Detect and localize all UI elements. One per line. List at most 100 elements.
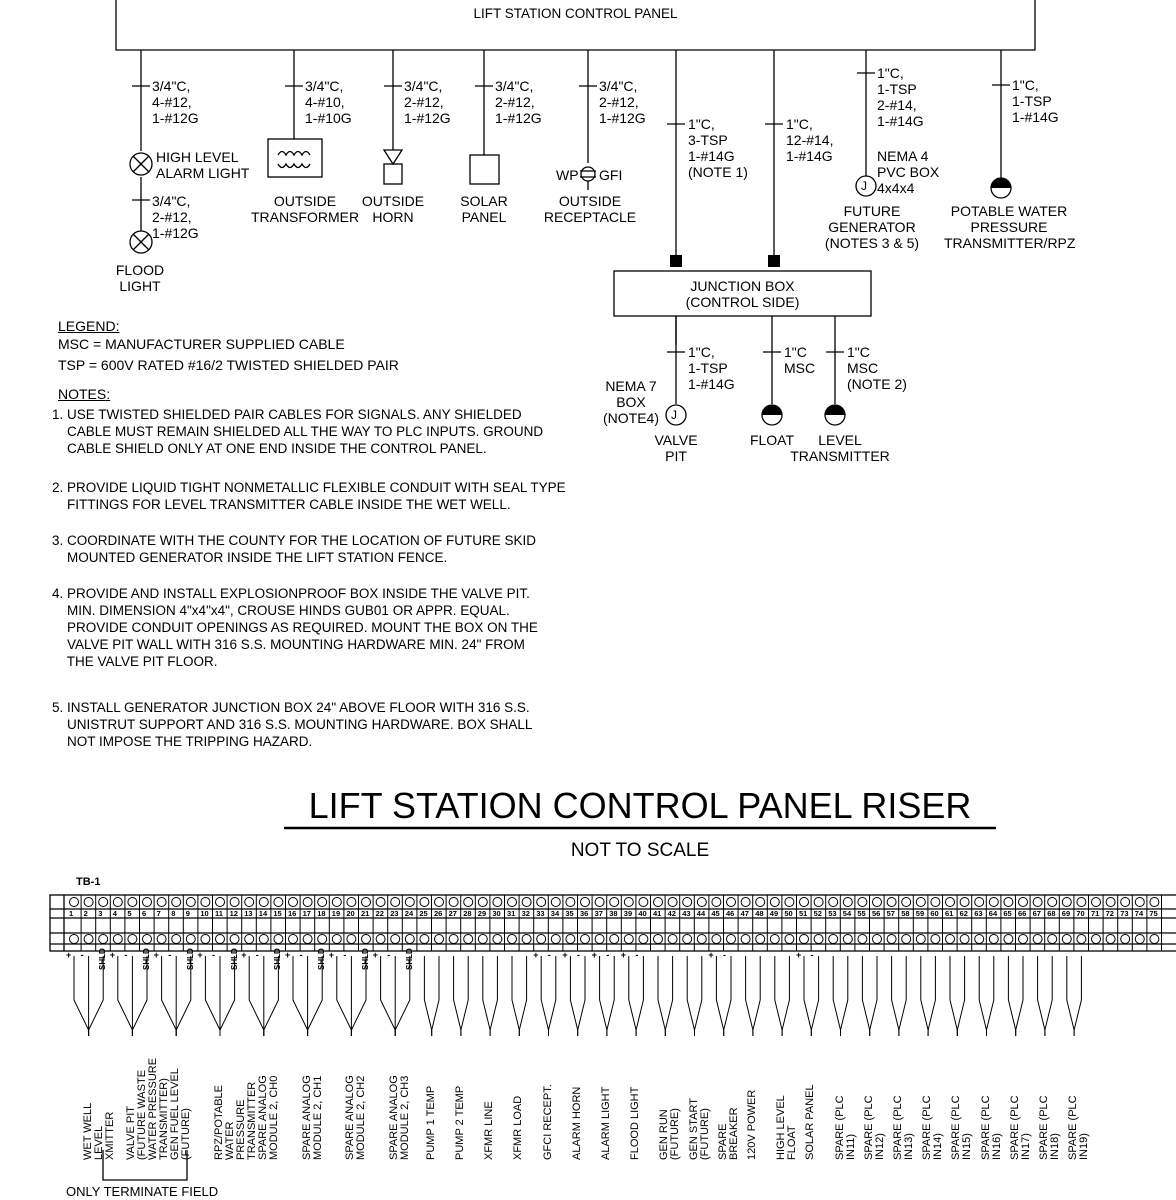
terminal-screw	[696, 934, 707, 944]
float-label: FLOAT	[749, 432, 795, 448]
solar-panel-icon	[469, 154, 500, 185]
terminal-screw	[682, 897, 693, 907]
signal-wire	[423, 956, 433, 1036]
polarity-label: -	[547, 950, 551, 960]
terminal-screw	[69, 897, 79, 907]
valve-pit-cable-label: 1"C, 1-TSP 1-#14G	[688, 344, 735, 392]
terminal-screw	[156, 897, 167, 907]
terminal-screw	[273, 934, 284, 944]
polarity-label: -	[387, 950, 391, 960]
terminal-number: 36	[580, 909, 589, 918]
terminal-screw	[112, 897, 123, 907]
terminal-number: 54	[842, 909, 852, 918]
terminal-screw	[565, 934, 576, 944]
signal-wire	[920, 956, 929, 1036]
polarity-label: -	[723, 950, 726, 960]
terminal-screw	[288, 934, 298, 944]
signal-label: SPARE ANALOG MODULE 2, CH2	[344, 1075, 368, 1160]
terminal-screw	[390, 934, 401, 944]
terminal-screw	[682, 934, 693, 944]
terminal-number: 7	[156, 909, 161, 918]
terminal-number: 12	[229, 909, 238, 918]
signal-label: SOLAR PANEL	[804, 1084, 817, 1160]
terminal-screw	[83, 934, 94, 944]
signal-label: FLOOD LIGHT	[629, 1086, 642, 1160]
polarity-label: +	[533, 950, 539, 960]
terminal-number: 5	[127, 909, 132, 918]
terminal-number: 39	[623, 909, 633, 918]
polarity-label: +	[562, 950, 568, 960]
polarity-label: +	[708, 950, 714, 960]
terminal-screw	[463, 897, 474, 907]
signal-wire	[453, 956, 462, 1036]
nema4-box-label: NEMA 4 PVC BOX 4x4x4	[877, 148, 940, 196]
terminal-screw	[127, 897, 138, 907]
jb-cable-1-label: 1"C, 3-TSP 1-#14G (NOTE 1)	[688, 116, 748, 180]
signal-wire	[781, 956, 790, 1036]
terminal-screw	[419, 897, 430, 907]
polarity-label: -	[635, 950, 639, 960]
signal-label: GEN RUN (FUTURE)	[658, 1108, 682, 1160]
terminal-screw	[769, 897, 780, 907]
terminal-screw	[1018, 934, 1028, 944]
terminal-screw	[609, 934, 620, 944]
terminal-screw	[726, 934, 736, 944]
signal-label: ALARM LIGHT	[599, 1086, 612, 1160]
polarity-label: -	[343, 950, 347, 960]
polarity-label: +	[197, 950, 203, 960]
terminal-number: 19	[331, 909, 341, 918]
terminal-screw	[1120, 934, 1131, 944]
terminal-screw	[244, 897, 255, 907]
signal-wire	[927, 956, 936, 1036]
polarity-label: -	[810, 950, 814, 960]
terminal-number: 35	[565, 909, 574, 918]
horn-icon	[382, 149, 404, 166]
signal-label: RPZ/POTABLE WATER PRESSURE TRANSMITTER	[213, 1081, 258, 1160]
terminal-screw	[945, 934, 955, 944]
solar-panel-label: SOLAR PANEL	[460, 193, 508, 225]
terminal-screw	[390, 897, 401, 907]
polarity-label: -	[212, 950, 215, 960]
receptacle-cable-label: 3/4"C, 2-#12, 1-#12G	[599, 78, 646, 126]
polarity-label: +	[109, 950, 116, 960]
signal-wire	[949, 956, 958, 1036]
signal-wire	[1066, 956, 1075, 1036]
terminal-screw	[711, 934, 722, 944]
terminal-number: 42	[667, 909, 676, 918]
terminal-screw	[1120, 897, 1131, 907]
transformer-icon	[267, 138, 323, 178]
terminal-screw	[740, 897, 751, 907]
terminal-screw	[1061, 934, 1072, 944]
terminal-screw	[988, 897, 999, 907]
signal-wire	[599, 956, 608, 1036]
terminal-number: 70	[1076, 909, 1085, 918]
terminal-screw	[755, 897, 766, 907]
terminal-screw	[886, 934, 897, 944]
terminal-screw	[463, 934, 474, 944]
terminal-number: 58	[901, 909, 910, 918]
generator-jbox-icon	[855, 175, 877, 197]
signal-label: SPARE (PLC IN18)	[1037, 1095, 1061, 1160]
polarity-label: +	[620, 950, 627, 960]
alarm-light-icon	[129, 152, 153, 176]
terminal-screw	[1076, 934, 1087, 944]
terminal-screw	[536, 934, 547, 944]
polarity-label: +	[796, 950, 802, 960]
polarity-label: SHLD	[361, 948, 370, 970]
terminal-screw	[229, 897, 240, 907]
terminal-number: 25	[419, 909, 428, 918]
receptacle-wp-label: WP	[556, 167, 579, 183]
float-cable-label: 1"C MSC	[784, 344, 816, 376]
signal-wire	[350, 956, 367, 1036]
terminal-screw	[609, 897, 620, 907]
terminal-number: 63	[974, 909, 983, 918]
terminal-screw	[302, 897, 313, 907]
riser-subtitle: NOT TO SCALE	[570, 840, 710, 861]
signal-wire	[73, 956, 90, 1036]
terminal-screw	[974, 897, 985, 907]
terminal-number: 68	[1047, 909, 1056, 918]
terminal-screw	[930, 897, 941, 907]
terminal-number: 31	[507, 909, 516, 918]
terminal-screw	[171, 897, 182, 907]
signal-wire	[694, 956, 703, 1036]
